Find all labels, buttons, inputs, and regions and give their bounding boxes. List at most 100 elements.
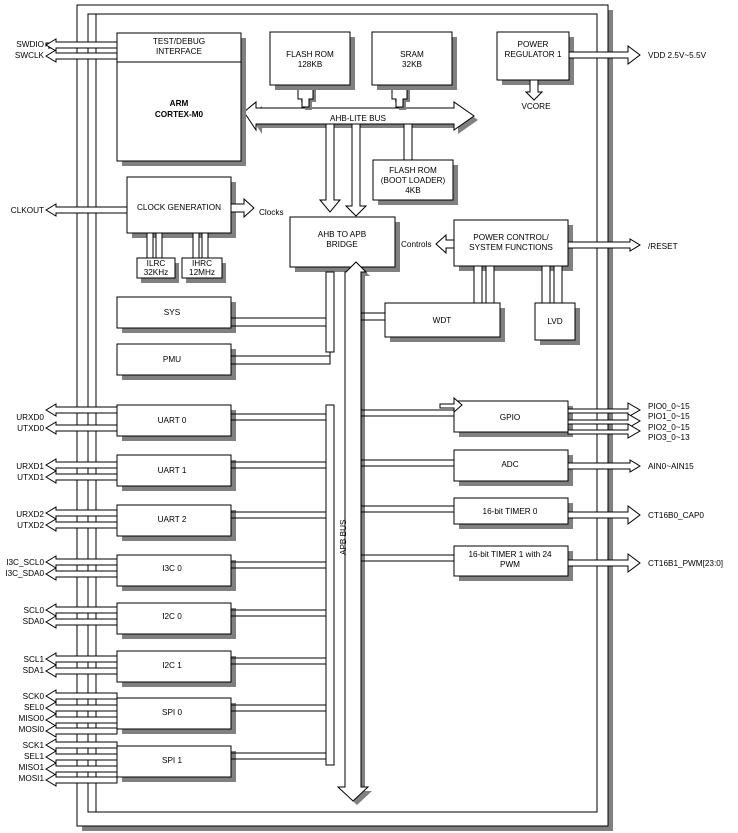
uart1-block	[116, 454, 236, 491]
flash-rom-block	[269, 31, 355, 90]
timer1-line1: 16-bit TIMER 1 with 24	[468, 550, 552, 559]
test-debug-line2: INTERFACE	[156, 47, 202, 56]
i3c0-label: I3C 0	[162, 564, 182, 573]
pin-sck1: SCK1	[23, 741, 45, 750]
uart2-label: UART 2	[158, 515, 187, 524]
bus-connectors-top	[297, 84, 413, 217]
pin-pio0: PIO0_0~15	[648, 402, 690, 411]
sys-block	[116, 296, 236, 333]
pin-sda0: SDA0	[23, 617, 45, 626]
wdt-block	[384, 302, 505, 342]
adc-block	[453, 449, 573, 486]
pin-sck0: SCK0	[23, 692, 45, 701]
clock-generation-block	[126, 176, 236, 238]
wdt-label: WDT	[433, 316, 452, 325]
power-regulator-block	[496, 31, 574, 85]
pin-utxd1: UTXD1	[17, 473, 44, 482]
ahb-lite-bus-label: AHB-LITE BUS	[330, 114, 387, 123]
power-control-block	[453, 219, 573, 271]
uart0-block	[116, 404, 236, 441]
clock-generation-label: CLOCK GENERATION	[137, 203, 221, 212]
pin-mosi0: MOSI0	[19, 725, 45, 734]
arm-line1: ARM	[170, 99, 189, 108]
gpio-block	[453, 400, 573, 437]
pin-urxd0: URXD0	[16, 413, 44, 422]
i2c1-block	[116, 650, 236, 687]
pmu-label: PMU	[163, 355, 181, 364]
pin-miso0: MISO0	[19, 714, 45, 723]
flash-boot-block	[372, 159, 458, 205]
flash-rom-line2: 128KB	[298, 60, 323, 69]
flash-boot-line2: (BOOT LOADER)	[381, 176, 446, 185]
pin-utxd2: UTXD2	[17, 521, 44, 530]
timer0-label: 16-bit TIMER 0	[483, 507, 538, 516]
pin-mosi1: MOSI1	[19, 774, 45, 783]
test-debug-block	[116, 32, 246, 166]
ihrc-line2: 12MHz	[189, 268, 215, 277]
adc-label: ADC	[501, 460, 518, 469]
apb-bus-label: APB BUS	[339, 519, 348, 555]
left-pin-arrows	[45, 39, 128, 787]
pin-utxd0: UTXD0	[17, 424, 44, 433]
flash-boot-line3: 4KB	[405, 186, 421, 195]
clocks-arrow	[230, 197, 255, 219]
timer1-block	[453, 545, 573, 581]
ahb-apb-line2: BRIDGE	[326, 240, 358, 249]
pin-pio2: PIO2_0~15	[648, 423, 690, 432]
ilrc-line2: 32KHz	[144, 268, 169, 277]
ihrc-block	[181, 232, 226, 283]
power-regulator-line1: POWER	[518, 40, 549, 49]
apb-bus	[336, 261, 372, 805]
pin-pio3: PIO3_0~13	[648, 433, 690, 442]
ihrc-line1: IHRC	[192, 259, 212, 268]
ahb-apb-bridge-block	[289, 216, 400, 272]
spi1-block	[116, 745, 236, 782]
timer1-line2: PWM	[500, 560, 520, 569]
vcore-arrow	[524, 79, 544, 101]
lvd-label: LVD	[547, 317, 562, 326]
i2c0-block	[116, 602, 236, 639]
uart0-label: UART 0	[158, 416, 187, 425]
pin-urxd2: URXD2	[16, 510, 44, 519]
pin-swdio: SWDIO	[16, 40, 44, 49]
sys-label: SYS	[164, 308, 181, 317]
sram-line1: SRAM	[400, 50, 424, 59]
pin-clkout: CLKOUT	[11, 206, 44, 215]
right-pin-arrows	[567, 45, 641, 573]
pin-swclk: SWCLK	[15, 51, 45, 60]
test-debug-line1: TEST/DEBUG	[153, 37, 205, 46]
pin-ain: AIN0~AIN15	[648, 462, 694, 471]
vcore-label: VCORE	[521, 102, 551, 111]
pin-miso1: MISO1	[19, 763, 45, 772]
pin-scl0: SCL0	[24, 606, 45, 615]
ahb-lite-bus-arrow	[243, 100, 478, 134]
gpio-label: GPIO	[500, 413, 520, 422]
spi0-block	[116, 697, 236, 734]
pin-i3c-sda0: I3C_SDA0	[5, 569, 44, 578]
pin-reset: /RESET	[648, 242, 678, 251]
power-control-line2: SYSTEM FUNCTIONS	[469, 243, 553, 252]
arm-line2: CORTEX-M0	[155, 110, 204, 119]
uart1-label: UART 1	[158, 466, 187, 475]
flash-rom-line1: FLASH ROM	[286, 50, 334, 59]
i3c0-block	[116, 554, 236, 591]
pin-scl1: SCL1	[24, 655, 45, 664]
timer0-block	[453, 497, 573, 529]
pin-ct16b1: CT16B1_PWM[23:0]	[648, 559, 723, 568]
pin-pio1: PIO1_0~15	[648, 412, 690, 421]
ilrc-line1: ILRC	[147, 259, 166, 268]
ilrc-block	[136, 232, 179, 283]
spi1-label: SPI 1	[162, 756, 182, 765]
pin-ct16b0: CT16B0_CAP0	[648, 511, 704, 520]
pmu-block	[116, 343, 236, 380]
controls-label: Controls	[401, 240, 432, 249]
sram-line2: 32KB	[402, 60, 423, 69]
power-control-line1: POWER CONTROL/	[473, 233, 549, 242]
i2c0-label: I2C 0	[162, 612, 182, 621]
swd-arrows	[45, 38, 118, 63]
ahb-apb-line1: AHB TO APB	[318, 230, 367, 239]
wdt-lvd-connectors	[473, 265, 563, 304]
i2c1-label: I2C 1	[162, 661, 182, 670]
pin-sel0: SEL0	[24, 703, 44, 712]
